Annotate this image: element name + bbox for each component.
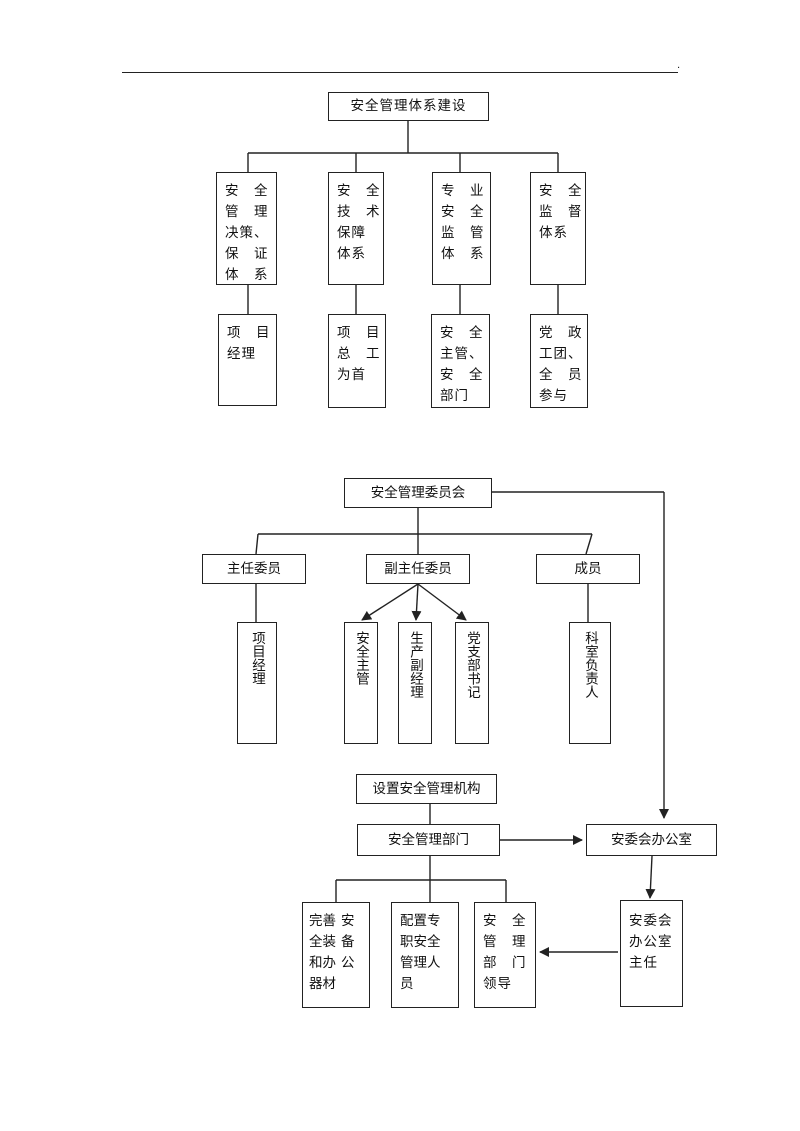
- lead-box-project-manager: 项 目 经理: [218, 314, 277, 406]
- role-member: 成员: [536, 554, 640, 584]
- header-dot: .: [677, 60, 681, 71]
- system-box-technical: 安 全 技 术 保障 体系: [328, 172, 384, 285]
- member-section-heads: 科室负责人: [569, 622, 611, 744]
- vice-party-secretary: 党支部书记: [455, 622, 489, 744]
- committee-office-box: 安委会办公室: [586, 824, 717, 856]
- equipment-box: 完善 全装 和办 器材 安 备 公: [302, 902, 370, 1008]
- org-setup-box: 设置安全管理机构: [356, 774, 497, 804]
- dept-leader-box: 安 全 管 理 部 门 领导: [474, 902, 536, 1008]
- system-box-supervision: 安 全 监 督 体系: [530, 172, 586, 285]
- header-rule: [122, 72, 678, 73]
- safety-dept-box: 安全管理部门: [357, 824, 500, 856]
- role-vice-chair: 副主任委员: [366, 554, 470, 584]
- role-chair: 主任委员: [202, 554, 306, 584]
- lead-box-safety-dept: 安 全 主管、 安 全 部门: [431, 314, 490, 408]
- system-box-decision: 安 全 管 理 决策、 保 证 体 系: [216, 172, 277, 285]
- safety-system-root: 安全管理体系建设: [328, 92, 489, 121]
- lead-box-chief-engineer: 项 目 总 工 为首: [328, 314, 386, 408]
- office-head-box: 安委会 办公室 主任: [620, 900, 683, 1007]
- staffing-box: 配置专 职安全 管理人 员: [391, 902, 459, 1008]
- lead-box-all-staff: 党 政 工团、 全 员 参与: [530, 314, 588, 408]
- vice-production-manager: 生产副经理: [398, 622, 432, 744]
- vice-safety-supervisor: 安全主管: [344, 622, 378, 744]
- system-box-supervision-pro: 专 业 安 全 监 管 体 系: [432, 172, 491, 285]
- chair-project-manager: 项目经理: [237, 622, 277, 744]
- committee-root: 安全管理委员会: [344, 478, 492, 508]
